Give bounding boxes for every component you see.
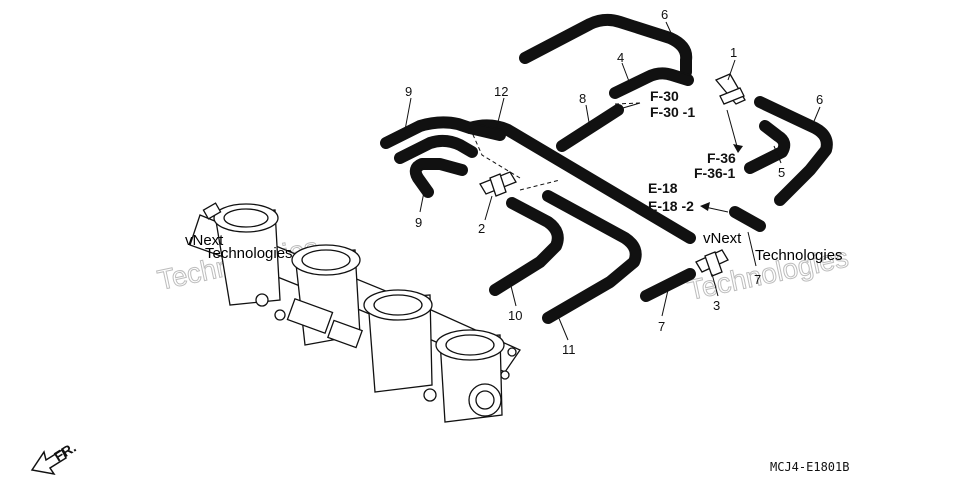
ref-e18-2: E-18 -2 (648, 198, 694, 214)
hose-9-upper-branch (394, 134, 478, 164)
front-arrow-icon (30, 448, 67, 476)
callout-3: 3 (713, 298, 720, 313)
hose-9-upper (380, 116, 506, 149)
throttle-body-assembly (189, 202, 521, 423)
callout-1: 1 (730, 45, 737, 60)
hose-11 (542, 190, 642, 324)
hoses (380, 13, 833, 324)
front-direction-indicator: FR. (30, 439, 79, 476)
hose-6-right (754, 96, 833, 206)
hose-6-upper (519, 13, 693, 78)
watermark-tech-left: Technologies (205, 245, 293, 262)
reference-labels: F-30 F-30 -1 F-36 F-36-1 E-18 E-18 -2 (648, 88, 736, 214)
connector-3 (695, 249, 729, 277)
diagram-code: MCJ4-E1801B (770, 460, 849, 474)
callout-10: 10 (508, 308, 522, 323)
hose-9-lower (409, 158, 468, 198)
hose-7-right (729, 206, 766, 232)
callout-8: 8 (579, 91, 586, 106)
callout-6-right: 6 (816, 92, 823, 107)
throttle-body-4 (435, 329, 505, 423)
reference-arrows (612, 102, 743, 213)
hose-5 (744, 120, 791, 174)
callout-2: 2 (478, 221, 485, 236)
callout-4: 4 (617, 50, 624, 65)
ref-f30-1: F-30 -1 (650, 104, 695, 120)
callout-7-bottom: 7 (658, 319, 665, 334)
hose-7-lower (640, 268, 696, 302)
callout-9-top: 9 (405, 84, 412, 99)
callout-9-bottom: 9 (415, 215, 422, 230)
watermark-small: vNext Technologies vNext Technologies (185, 230, 843, 264)
hose-10 (489, 197, 564, 296)
connector-1 (714, 73, 746, 151)
callout-5: 5 (778, 165, 785, 180)
callout-7-right: 7 (754, 272, 761, 287)
watermark-vnext-left: vNext (185, 232, 224, 249)
throttle-linkage (202, 202, 517, 402)
callouts: 6 4 8 1 6 5 9 12 9 2 10 11 7 3 7 (405, 7, 823, 357)
throttle-body-1 (213, 203, 281, 306)
throttle-body-3 (363, 289, 433, 393)
ref-f36: F-36 (707, 150, 736, 166)
callout-6-top: 6 (661, 7, 668, 22)
callout-12: 12 (494, 84, 508, 99)
ref-f30: F-30 (650, 88, 679, 104)
ref-e18: E-18 (648, 180, 678, 196)
ref-f36-1: F-36-1 (694, 165, 735, 181)
callout-leaders (404, 21, 821, 341)
hose-4 (609, 67, 694, 99)
watermark-tech-right: Technologies (755, 247, 843, 264)
connector-2 (479, 171, 517, 197)
callout-11: 11 (562, 342, 576, 357)
watermark-vnext-right: vNext (703, 230, 742, 247)
dashed-leaders (469, 102, 641, 191)
